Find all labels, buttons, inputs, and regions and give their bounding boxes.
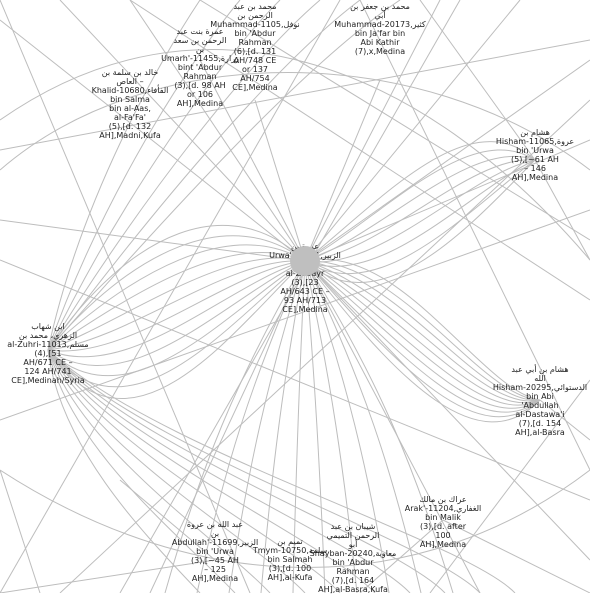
edge-urwa-hisham <box>304 141 536 262</box>
edge-urwa-hisham2 <box>304 260 541 403</box>
edge-urwa-hisham <box>304 159 536 283</box>
edge-zuhri-bottom <box>47 349 201 593</box>
edge-arc <box>0 469 590 568</box>
edge-line <box>129 0 306 262</box>
edge-urwa-hisham2 <box>304 260 541 406</box>
edge-line <box>429 379 590 593</box>
edge-arc <box>0 49 590 261</box>
edge-line <box>539 399 590 441</box>
edge-line <box>0 19 306 262</box>
edge-zuhri-urwa <box>47 257 306 351</box>
edge-line <box>304 79 381 262</box>
edge-urwa-hisham2 <box>304 260 541 418</box>
edge-line <box>254 99 306 262</box>
edge-urwa-bottom <box>304 260 454 593</box>
node-abdullah[interactable]: عبد الله بن عروة بن Abdullah'-11699,الزب… <box>171 520 259 583</box>
node-center-marker <box>290 246 320 276</box>
edge-zuhri-top <box>47 0 401 351</box>
edge-zuhri-urwa <box>47 260 306 388</box>
edge-line <box>59 0 306 262</box>
node-hisham11065[interactable]: هشام بن Hisham-11065,عروة bin 'Urwa (5),… <box>495 128 575 182</box>
edge-urwa-bottom <box>304 260 326 593</box>
node-zuhri[interactable]: ابن شهاب الزهري، محمد بن al-Zuhri-11013,… <box>7 322 89 385</box>
edge-urwa-bottom <box>196 260 306 593</box>
edge-zuhri-urwa <box>47 235 306 351</box>
edge-line <box>0 0 341 593</box>
edge-line <box>0 259 590 501</box>
node-umarh[interactable]: عمرة بنت عبد الرحمن بن سعد بن Umarh'-114… <box>161 27 239 108</box>
edge-zuhri-bottom <box>47 349 411 593</box>
edge-urwa-bottom <box>260 260 306 593</box>
edge-zuhri-bottom <box>47 349 446 593</box>
edge-line <box>534 159 590 261</box>
edge-urwa-hisham2 <box>304 260 541 423</box>
edge-urwa-hisham2 <box>304 258 541 401</box>
edge-line <box>359 0 590 471</box>
edge-zuhri-top <box>47 0 241 351</box>
edge-urwa-bottom <box>292 260 306 593</box>
node-shayban[interactable]: شيبان بن عبد الرحمن التميمي أبو Shayban-… <box>309 522 397 594</box>
edge-line <box>0 39 590 151</box>
edge-line <box>304 260 481 593</box>
edge-zuhri-urwa <box>47 260 306 352</box>
edge-urwa-hisham2 <box>304 260 541 401</box>
node-khalid[interactable]: خالد بن سلمة بن العاص – Khalid-10680,الف… <box>91 68 169 140</box>
edge-zuhri-bottom <box>47 349 341 593</box>
edge-line <box>0 209 590 421</box>
edge-line <box>0 219 306 262</box>
edge-zuhri-urwa <box>47 225 306 351</box>
edge-zuhri-bottom <box>47 349 376 593</box>
edge-zuhri-urwa <box>47 260 306 358</box>
edge-line <box>304 0 441 262</box>
edge-zuhri-urwa <box>47 260 306 351</box>
edge-urwa-bottom <box>304 260 358 593</box>
node-hisham20295[interactable]: هشام بن أبي عبد الله Hisham-20295,الدستو… <box>492 365 588 437</box>
edge-zuhri-top <box>47 0 281 351</box>
edge-urwa-hisham <box>304 159 536 275</box>
edge-arc <box>0 72 590 171</box>
edge-line <box>119 479 216 561</box>
edge-line <box>304 59 590 262</box>
edge-line <box>0 469 41 593</box>
edge-line <box>199 0 590 241</box>
edge-line <box>59 99 590 593</box>
edge-urwa-hisham <box>304 149 536 262</box>
edge-line <box>0 0 251 593</box>
edge-zuhri-urwa <box>47 260 306 366</box>
edge-line <box>419 0 536 161</box>
edge-zuhri-bottom <box>47 349 306 593</box>
edge-line <box>119 0 461 593</box>
edge-urwa-hisham2 <box>304 260 541 402</box>
edge-line <box>359 519 444 593</box>
edge-zuhri-bottom <box>47 349 271 593</box>
node-muhammad1105[interactable]: محمد بن عبد الرحمن بن Muhammad-1105,نوفل… <box>210 2 300 92</box>
node-tmym[interactable]: تميم بن Tmym-10750,سلمة bin Salmah (3),[… <box>252 537 328 582</box>
edge-zuhri-bottom <box>47 349 481 593</box>
edge-urwa-hisham2 <box>304 260 541 401</box>
node-muhammad20173[interactable]: محمد بن جعفر بن أبي Muhammad-20173,كثير … <box>334 2 426 56</box>
edge-zuhri-urwa <box>47 260 306 376</box>
edge-urwa-bottom <box>164 260 306 593</box>
edge-urwa-bottom <box>228 260 306 593</box>
edge-urwa-hisham2 <box>304 260 541 413</box>
edge-line <box>304 139 590 262</box>
edge-zuhri-top <box>47 0 201 351</box>
edge-line <box>199 59 306 262</box>
edge-line <box>442 519 590 593</box>
edge-line <box>149 260 306 593</box>
edge-zuhri-urwa <box>47 252 306 351</box>
edge-line <box>0 559 216 593</box>
node-arak[interactable]: عراك بن مالك Arak'-11204,الغفاري bin Mal… <box>404 495 482 549</box>
edge-zuhri-bottom <box>47 349 516 593</box>
edge-urwa-hisham <box>304 159 536 262</box>
edge-line <box>304 260 590 561</box>
edge-urwa-bottom <box>304 260 390 593</box>
edge-urwa-bottom <box>304 260 422 593</box>
edge-urwa-hisham2 <box>304 260 541 409</box>
edge-zuhri-top <box>47 0 361 351</box>
edge-zuhri-urwa <box>47 244 306 351</box>
